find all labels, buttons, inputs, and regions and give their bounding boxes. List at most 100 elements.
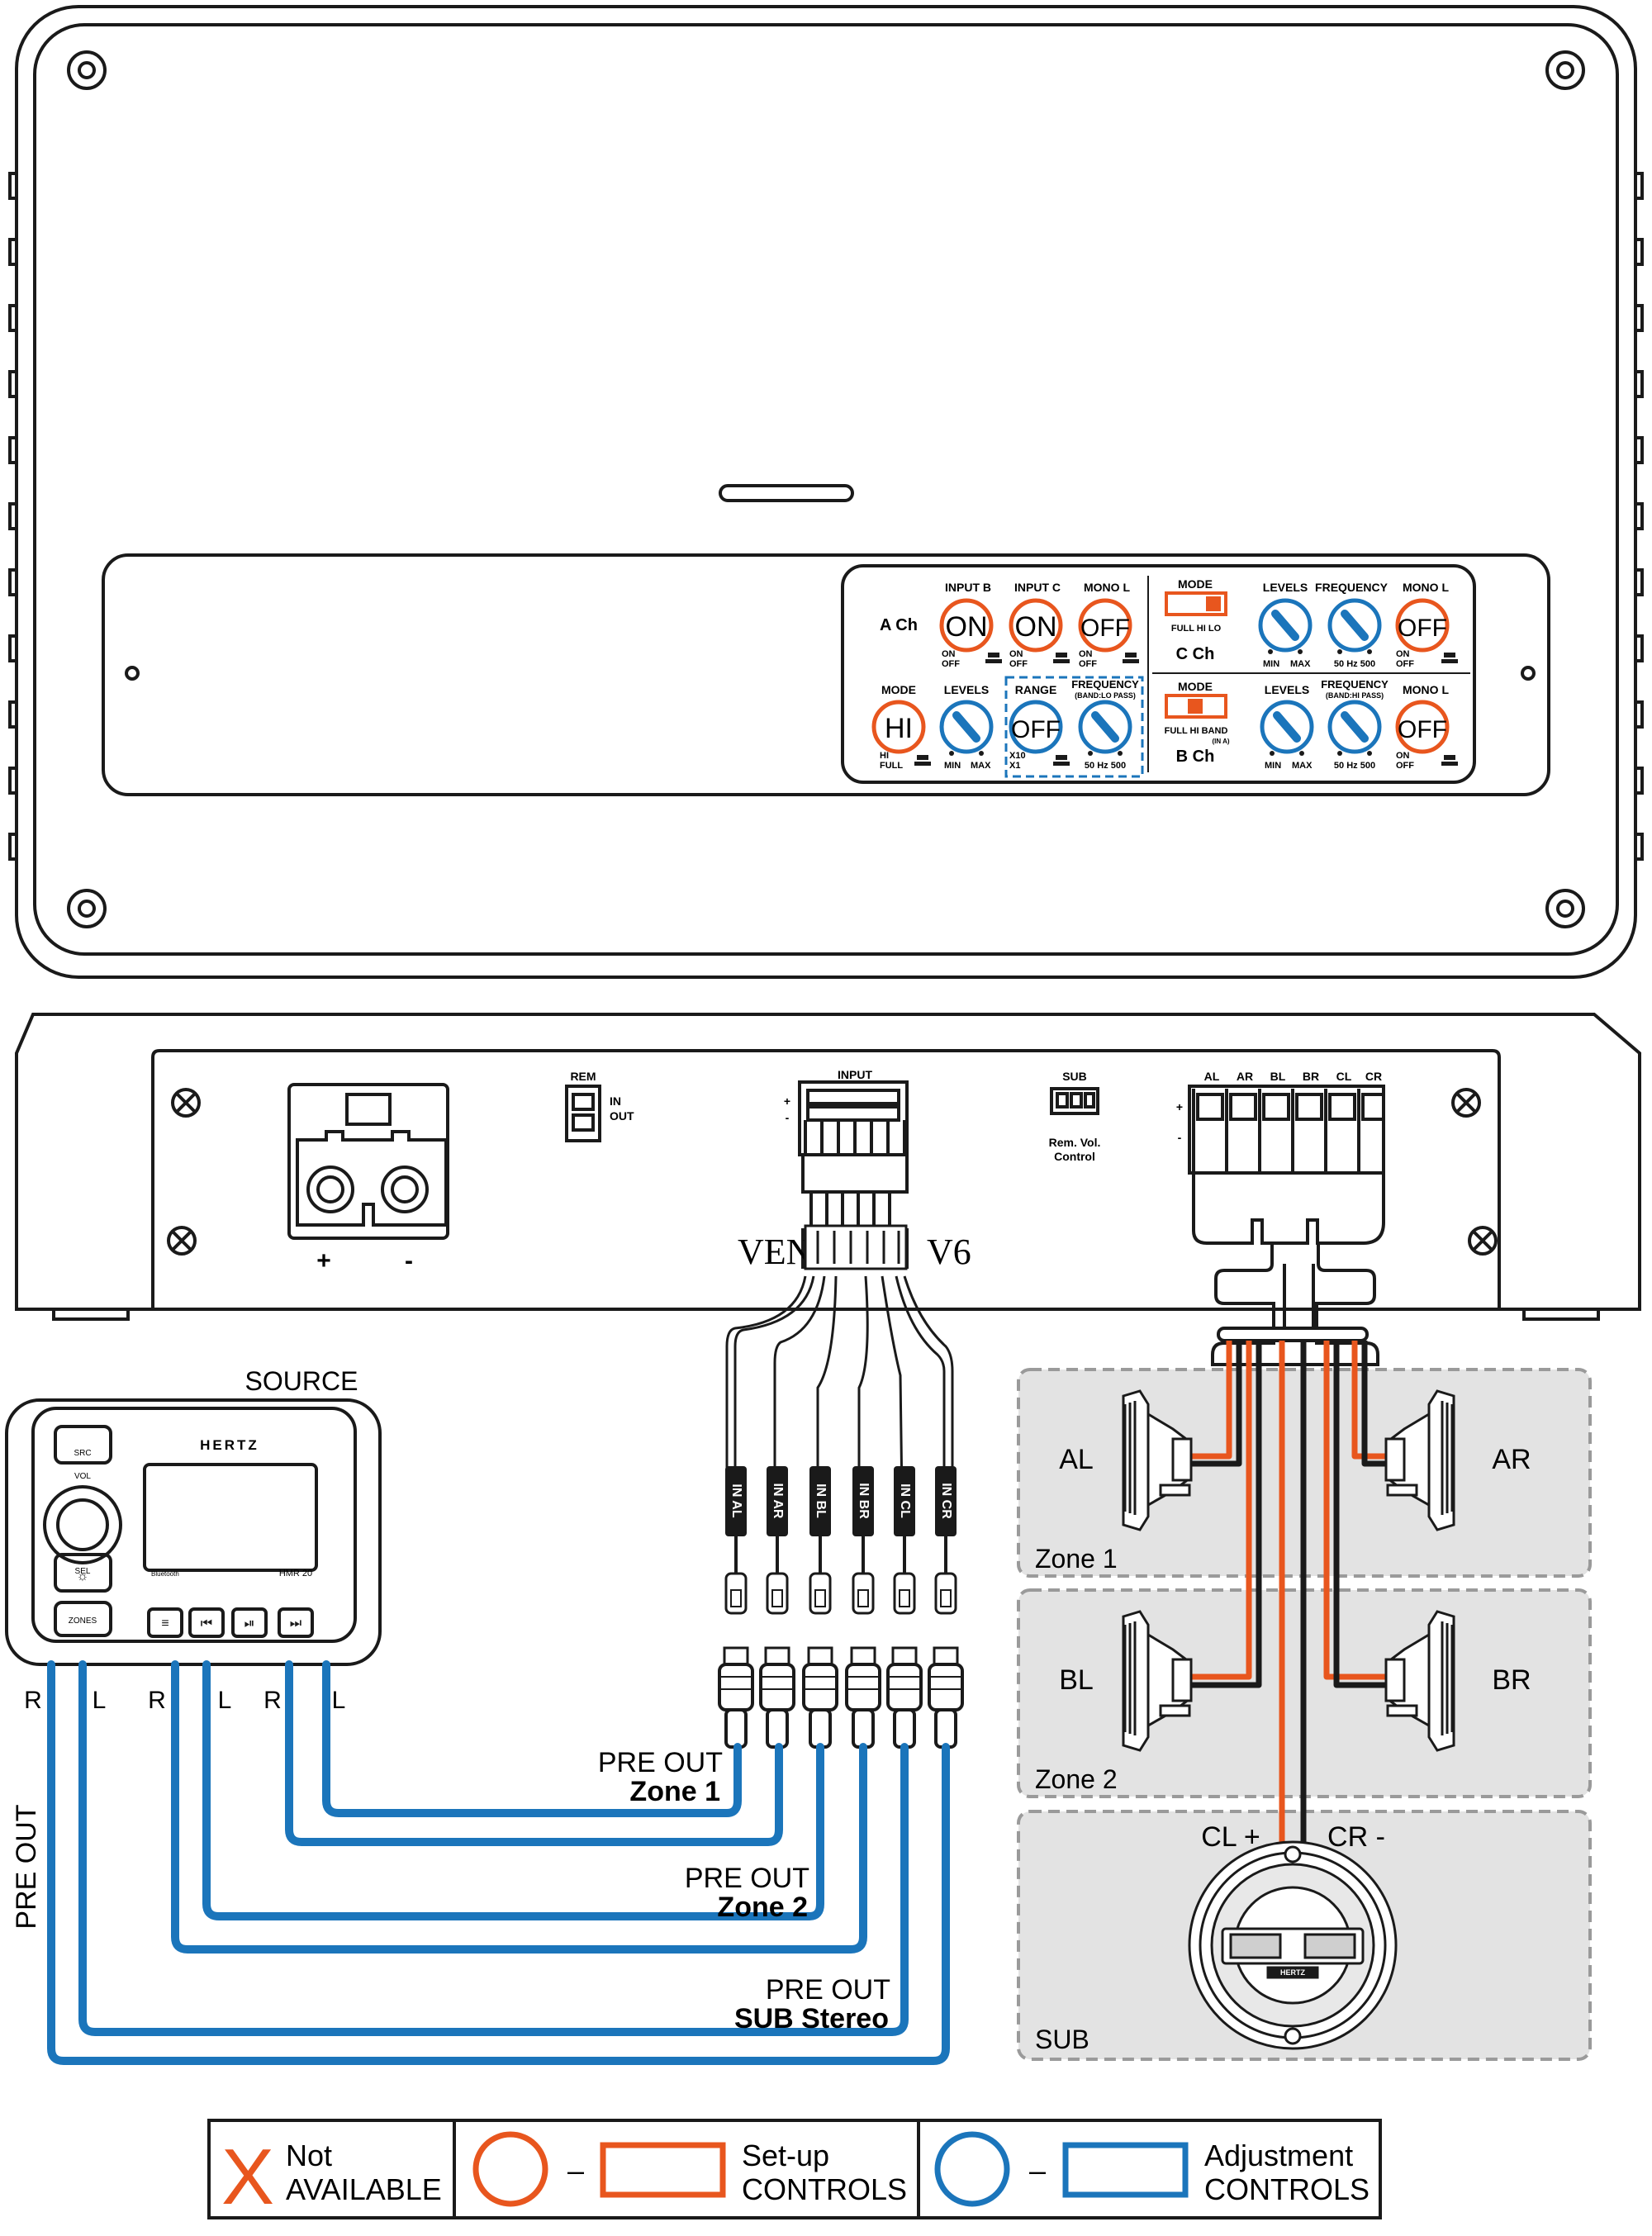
source-labels: SOURCE HERTZ SRC VOL SEL ZONES Bluetooth… [11,1366,358,1930]
rca-label: IN AR [771,1484,785,1519]
speaker-wires [1189,1264,1396,1859]
sub-zone-label: SUB [1035,2025,1089,2054]
zone1-label: Zone 1 [1035,1544,1118,1574]
svg-text:FULL HI LO: FULL HI LO [1171,624,1222,634]
zone2-label: Zone 2 [1035,1764,1118,1794]
svg-text:MIN: MIN [1265,761,1281,771]
adjust-rect-icon [1062,2142,1189,2198]
speaker-ar-label: AR [1492,1444,1531,1475]
input-b-switch[interactable]: ON [939,598,994,653]
pre-out-cables [47,1660,950,2065]
levels-a-knob[interactable] [939,700,994,754]
prev-track-icon: ⏮ [201,1616,212,1631]
zone-labels: AL AR BL BR Zone 1 Zone 2 SUB CL + CR - … [1035,1444,1531,2054]
svg-text:MONO L: MONO L [1403,581,1449,594]
svg-text:Control: Control [1054,1150,1095,1163]
output-label-bl: BL [1270,1070,1286,1083]
svg-text:-: - [1178,1131,1182,1144]
pre-out-zone2: Zone 2 [717,1892,808,1923]
input-c-label: INPUT C [1014,581,1061,594]
svg-text:HERTZ: HERTZ [1280,1968,1305,1977]
svg-text:Adjustment: Adjustment [1204,2139,1353,2172]
svg-text:OFF: OFF [1398,716,1447,743]
next-track-icon: ⏭ [290,1616,301,1631]
rca-in-cr[interactable]: IN CR [928,1466,964,1749]
menu-icon: ≡ [161,1616,169,1631]
svg-text:–: – [567,2153,584,2187]
frequency-b-knob[interactable] [1327,700,1382,754]
rca-in-cl[interactable]: IN CL [886,1466,923,1749]
source-rl-5: L [332,1687,346,1714]
brand-right: V6 [927,1232,971,1272]
source-rl-4: R [263,1687,282,1714]
source-rl-3: L [218,1687,232,1714]
input-b-label: INPUT B [945,581,991,594]
blue-cable-0 [322,1660,742,1817]
svg-text:FREQUENCY: FREQUENCY [1321,678,1389,691]
speaker-al-label: AL [1059,1444,1094,1475]
mono-l-a-switch[interactable]: OFF [1078,598,1132,653]
source-title: SOURCE [245,1366,358,1396]
svg-text:LEVELS: LEVELS [944,683,989,696]
svg-text:50 Hz 500: 50 Hz 500 [1334,659,1375,669]
output-label-cl: CL [1336,1070,1352,1083]
rca-in-al[interactable]: IN AL [718,1466,754,1749]
input-c-switch[interactable]: ON [1009,598,1063,653]
mode-a-switch[interactable]: HI [871,700,926,754]
svg-text:PRE OUT: PRE OUT [685,1863,809,1894]
frequency-c-knob[interactable] [1327,598,1382,653]
output-label-br: BR [1303,1070,1319,1083]
mode-c-slider[interactable] [1165,591,1227,616]
rca-in-bl[interactable]: IN BL [802,1466,838,1749]
svg-text:–: – [1029,2153,1046,2187]
legend: X Not AVAILABLE – Set-up CONTROLS – Adju… [207,2119,1382,2221]
speakers [1122,1389,1455,2050]
output-label-ar: AR [1237,1070,1253,1083]
svg-text:(IN A): (IN A) [1212,738,1229,745]
blue-cable-4 [78,1660,909,2036]
source-brand: HERTZ [200,1437,259,1453]
frequency-a-knob[interactable] [1078,700,1132,754]
setup-circle-icon [472,2131,548,2207]
svg-text:HI: HI [885,713,913,744]
svg-text:MIN: MIN [944,761,961,771]
svg-text:AVAILABLE: AVAILABLE [286,2172,442,2206]
speaker-al-icon [1122,1389,1193,1531]
speaker-br-icon [1384,1610,1455,1752]
rca-in-br[interactable]: IN BR [845,1466,881,1749]
svg-text:OFF: OFF [1009,659,1028,669]
mono-l-b-switch[interactable]: OFF [1395,700,1450,754]
source-rl-0: R [24,1687,42,1714]
range-switch[interactable]: OFF [1009,700,1063,754]
svg-text:ON: ON [1009,649,1023,659]
svg-text:OFF: OFF [1398,615,1447,642]
mode-b-slider[interactable] [1165,694,1227,719]
svg-text:IN: IN [610,1094,621,1108]
svg-text:OFF: OFF [1011,716,1061,743]
rca-label: IN BR [857,1483,871,1519]
setup-rect-icon [600,2142,726,2198]
svg-text:MODE: MODE [1178,577,1213,591]
mono-l-c-switch[interactable]: OFF [1395,598,1450,653]
blue-cable-1 [285,1660,783,1846]
subwoofer-icon [1188,1840,1398,2050]
levels-c-knob[interactable] [1258,598,1313,653]
svg-text:ON: ON [942,649,956,659]
blue-cable-2 [202,1660,824,1920]
svg-text:50 Hz 500: 50 Hz 500 [1085,761,1126,771]
levels-b-knob[interactable] [1260,700,1314,754]
rca-in-ar[interactable]: IN AR [759,1466,795,1749]
src-button-label: SRC [74,1449,91,1458]
svg-text:X10: X10 [1009,751,1026,761]
speaker-bl-icon [1122,1610,1193,1752]
amplifier-front-labels: + - REM IN OUT INPUT + - SUB Rem. Vol. C… [316,1068,1382,1275]
rca-label: IN AL [729,1484,743,1517]
cl-plus-label: CL + [1201,1821,1260,1853]
svg-text:ON: ON [1015,611,1057,643]
svg-text:(BAND:HI PASS): (BAND:HI PASS) [1326,691,1384,700]
control-panel: A Ch INPUT B INPUT C MONO L ON ON OFF ON… [871,577,1458,778]
svg-text:ON: ON [946,611,988,643]
source-rl-2: R [148,1687,166,1714]
pre-out-zone1: Zone 1 [629,1776,720,1807]
